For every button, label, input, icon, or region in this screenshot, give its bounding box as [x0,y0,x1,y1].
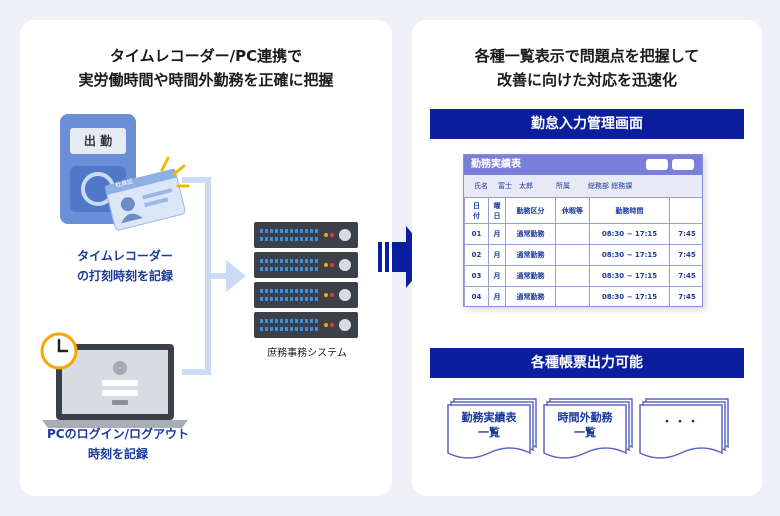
cell-weekday: 月 [488,223,506,245]
employee-info: 氏名 富士 太郎 所属 総務部 総務課 [464,175,702,197]
cell-leave [555,223,590,245]
pc-caption-line-1: PCのログイン/ログアウト [47,427,189,441]
name-label: 氏名 [474,182,488,190]
cell-date: 01 [464,223,489,245]
cell-work-type: 通常勤務 [505,286,556,306]
report-label-line-2: 一覧 [574,426,596,439]
left-heading-line-2: 実労働時間や時間外勤務を正確に把握 [78,71,334,89]
report-more: ・・・ [640,414,722,429]
header-weekday: 曜日 [488,197,506,224]
right-heading-line-2: 改善に向けた対応を迅速化 [496,71,677,89]
table-row: 03 月 通常勤務 08:30 ~ 17:15 7:45 [464,265,702,287]
attendance-table: 日付 曜日 勤務区分 休暇等 勤務時間 01 月 通常勤務 08:30 ~ 17… [464,197,702,306]
report-label-line-1: 勤務実績表 [461,411,517,424]
header-total [669,197,702,224]
header-leave: 休暇等 [555,197,590,224]
report-documents-icon [447,398,729,459]
dept-label: 所属 [556,182,570,190]
right-heading: 各種一覧表示で問題点を把握して 改善に向けた対応を迅速化 [412,44,762,92]
pc-caption-line-2: 時刻を記録 [87,447,148,461]
table-row: 01 月 通常勤務 08:30 ~ 17:15 7:45 [464,223,702,245]
cell-date: 02 [464,244,489,266]
cell-date: 03 [464,265,489,287]
dept-value: 総務部 総務課 [588,182,633,190]
cell-work-hours: 08:30 ~ 17:15 [589,265,670,287]
clock-icon [40,332,78,370]
cell-leave [555,286,590,306]
cell-work-type: 通常勤務 [505,244,556,266]
cell-weekday: 月 [488,265,506,287]
cell-date: 04 [464,286,489,306]
laptop-icon [42,344,188,428]
cell-work-hours: 08:30 ~ 17:15 [589,286,670,306]
report-label-line-2: 一覧 [478,426,500,439]
cell-total: 7:45 [669,265,702,287]
section-title-report-output: 各種帳票出力可能 [430,348,744,378]
left-heading-line-1: タイムレコーダー/PC連携で [109,47,303,65]
table-row: 04 月 通常勤務 08:30 ~ 17:15 7:45 [464,286,702,306]
cell-work-type: 通常勤務 [505,265,556,287]
connector-arrow-icon [182,177,246,375]
time-recorder-caption-line-1: タイムレコーダー [77,249,173,263]
time-recorder-caption: タイムレコーダー の打刻時刻を記録 [40,246,210,286]
cell-leave [555,265,590,287]
cell-leave [555,244,590,266]
table-header-row: 日付 曜日 勤務区分 休暇等 勤務時間 [464,197,702,224]
attendance-table-screen: 勤務実績表 氏名 富士 太郎 所属 総務部 総務課 日付 曜日 勤務区分 休暇等… [463,154,703,307]
report-attendance-list: 勤務実績表 一覧 [448,410,530,440]
header-date: 日付 [464,197,489,224]
cell-total: 7:45 [669,286,702,306]
section-title-attendance-screen: 勤怠入力管理画面 [430,109,744,139]
attendance-title: 勤務実績表 [464,155,702,175]
cell-work-type: 通常勤務 [505,223,556,245]
time-recorder-caption-line-2: の打刻時刻を記録 [76,269,173,283]
name-value: 富士 太郎 [498,182,533,190]
left-heading: タイムレコーダー/PC連携で 実労働時間や時間外勤務を正確に把握 [20,44,392,92]
table-row: 02 月 通常勤務 08:30 ~ 17:15 7:45 [464,244,702,266]
right-heading-line-1: 各種一覧表示で問題点を把握して [474,47,700,65]
report-overtime-list: 時間外勤務 一覧 [544,410,626,440]
cell-weekday: 月 [488,244,506,266]
report-label-line-1: 時間外勤務 [557,411,613,424]
cell-total: 7:45 [669,223,702,245]
cell-work-hours: 08:30 ~ 17:15 [589,244,670,266]
pc-caption: PCのログイン/ログアウト 時刻を記録 [20,424,216,464]
server-icon [254,222,358,338]
header-work-type: 勤務区分 [505,197,556,224]
window-button [672,159,694,170]
left-panel: タイムレコーダー/PC連携で 実労働時間や時間外勤務を正確に把握 出 勤 社員証… [20,20,392,496]
report-ellipsis: ・・・ [661,415,701,428]
cell-weekday: 月 [488,286,506,306]
right-panel: 各種一覧表示で問題点を把握して 改善に向けた対応を迅速化 勤怠入力管理画面 勤務… [412,20,762,496]
server-label: 庶務事務システム [267,348,347,359]
window-button [646,159,668,170]
header-work-hours: 勤務時間 [589,197,670,224]
cell-work-hours: 08:30 ~ 17:15 [589,223,670,245]
time-recorder-icon [60,114,190,231]
recorder-display-label: 出 勤 [83,134,113,148]
cell-total: 7:45 [669,244,702,266]
